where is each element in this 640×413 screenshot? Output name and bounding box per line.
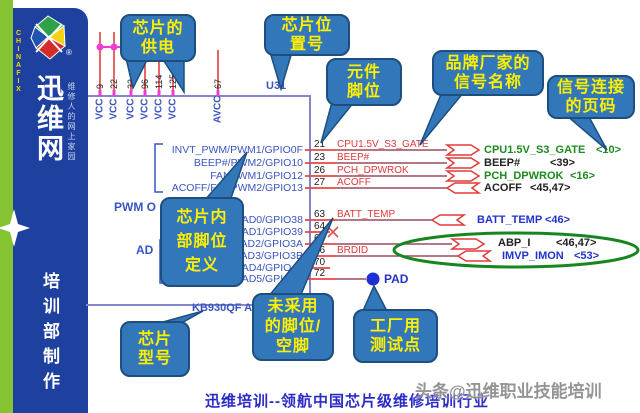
power-pin-name: VCC <box>125 98 137 120</box>
avcc-pin-name: AVCC <box>212 95 224 124</box>
footer-banner: 迅维培训--领航中国芯片级维修培训行业 <box>205 393 489 410</box>
pwm-signal-arrows <box>444 144 482 194</box>
dept-note: 培训部制作 <box>40 272 59 397</box>
power-pin-number: 96 <box>140 78 150 89</box>
callout-chip-power: 芯片的 供电 <box>120 14 196 62</box>
power-pin-number: 22 <box>109 78 119 89</box>
power-pin-number: 114 <box>154 74 164 89</box>
net-label: PCH_DPWROK <box>337 165 409 176</box>
signal-label: CPU1.5V_S3_GATE<10> <box>484 144 622 156</box>
signal-label: BEEP#<39> <box>484 157 576 169</box>
unused-pin-x-icon <box>327 226 339 238</box>
net-label: CPU1.5V_S3_GATE <box>337 139 429 150</box>
pin-definition: INVT_PWM/PWM1/GPIO0F <box>171 144 303 156</box>
power-pin-number: 9 <box>95 83 105 89</box>
chip-model-label: KB930QF A1 <box>192 302 259 314</box>
callout-component-pin: 元件 脚位 <box>326 58 402 106</box>
pad-label: PAD <box>384 272 409 286</box>
signal-label: PCH_DPWROK<16> <box>484 170 596 182</box>
sidebar-green-strip <box>0 0 13 413</box>
chip-refdes: U31 <box>266 80 287 92</box>
pin-number: 66 <box>314 245 326 256</box>
pin-number: 64 <box>314 221 326 232</box>
pin-definition: BEEP#/PWM2/GPIO10 <box>193 157 303 169</box>
signal-page: <46,47> <box>556 237 597 249</box>
avcc-pin-number: 67 <box>213 78 223 89</box>
site-slogan: 维修人的网上家园 <box>67 82 76 162</box>
test-pad-dot <box>366 272 380 286</box>
signal-label: ACOFF<45,47> <box>484 182 571 194</box>
brand-abbr: CHINAFIX <box>15 30 22 94</box>
signal-page: <45,47> <box>530 182 571 194</box>
callout-internal-pin-def: 芯片内 部脚位 定义 <box>160 197 244 287</box>
power-pin-number: 33 <box>126 78 136 89</box>
pin-number: 63 <box>314 209 326 220</box>
ad-wires <box>305 219 458 280</box>
pin-number: 65 <box>314 233 326 244</box>
callout-chip-refdes: 芯片位 置号 <box>264 14 350 56</box>
signal-page: <16> <box>570 170 596 182</box>
power-pin-name: VCC <box>108 98 120 120</box>
pin-number: 23 <box>314 152 326 163</box>
net-label: BRDID <box>337 245 369 256</box>
power-pin-name: VCC <box>167 98 179 120</box>
group-label-pwm: PWM O <box>114 200 156 214</box>
watermark: 头条@迅维职业技能培训 <box>415 382 602 401</box>
signal-label: ABP_I<46,47> <box>498 237 597 249</box>
pin-number: 26 <box>314 165 326 176</box>
net-label: BATT_TEMP <box>337 209 396 220</box>
signal-page: <53> <box>574 250 600 262</box>
power-pin-name: VCC <box>94 98 106 120</box>
site-name: 迅维网 <box>33 74 63 164</box>
pin-number: 72 <box>314 268 326 279</box>
registered-mark: ® <box>66 48 72 57</box>
pin-definition: ACOFF/FANPWM2/GPIO13 <box>171 182 303 194</box>
callout-page-number: 信号连接 的页码 <box>547 75 635 119</box>
pin-number: 21 <box>314 139 326 150</box>
net-label: BEEP# <box>337 152 370 163</box>
net-label: ACOFF <box>337 177 371 188</box>
power-pin-name: VCC <box>153 98 165 120</box>
callout-factory-test-point: 工厂用 测试点 <box>353 309 438 363</box>
group-label-ad: AD <box>136 243 154 257</box>
signal-page: <10> <box>596 144 622 156</box>
power-pin-name: VCC <box>139 98 151 120</box>
pin-number: 27 <box>314 177 326 188</box>
signal-label: IMVP_IMON<53> <box>502 250 600 262</box>
callout-unused-pin: 未采用 的脚位/ 空脚 <box>252 293 334 361</box>
pin-definition: FANPWM1/GPIO12 <box>210 170 303 182</box>
signal-page: <46> <box>545 214 571 226</box>
callout-brand-signal: 品牌厂家的 信号名称 <box>432 50 544 96</box>
signal-label: BATT_TEMP<46> <box>477 214 571 226</box>
pin-number: 70 <box>314 257 326 268</box>
signal-page: <39> <box>550 157 576 169</box>
power-pin-number: 125 <box>168 73 178 89</box>
callout-chip-model: 芯片 型号 <box>120 321 190 377</box>
